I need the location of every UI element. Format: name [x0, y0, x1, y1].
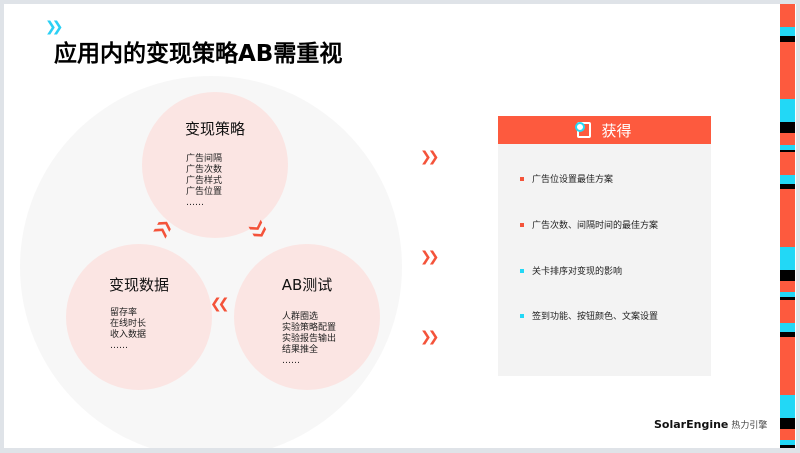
panel-item: 广告次数、间隔时间的最佳方案 — [520, 218, 658, 231]
panel-item: 广告位设置最佳方案 — [520, 172, 613, 185]
strategy-item: 广告位置 — [186, 187, 223, 197]
abtest-item: 实验策略配置 — [282, 323, 337, 333]
title-chevron-icon: ❯❯ — [45, 19, 64, 35]
data-item: 留存率 — [110, 308, 138, 318]
strategy-item: 广告间隔 — [186, 154, 223, 164]
abtest-item: …… — [282, 356, 300, 366]
panel-item-text: 广告次数、间隔时间的最佳方案 — [532, 221, 659, 231]
panel-item: 关卡排序对变现的影响 — [520, 264, 622, 277]
panel-heading: 获得 — [601, 121, 632, 140]
clipboard-check-icon — [575, 122, 592, 138]
panel-item-text: 签到功能、按钮颜色、文案设置 — [532, 312, 659, 322]
data-item: 收入数据 — [110, 330, 147, 340]
page-title: 应用内的变现策略AB需重视 — [54, 41, 343, 67]
strategy-item: 广告样式 — [186, 176, 223, 186]
result-panel: 获得 广告位设置最佳方案 广告次数、间隔时间的最佳方案 关卡排序对变现的影响 签… — [498, 116, 711, 376]
strategy-heading: 变现策略 — [184, 120, 245, 138]
bullet-icon — [520, 176, 524, 181]
bullet-icon — [520, 268, 524, 273]
decorative-stripe — [780, 4, 795, 448]
abtest-item: 结果推全 — [282, 345, 319, 355]
abtest-item: 实验报告输出 — [282, 334, 337, 344]
panel-item: 签到功能、按钮颜色、文案设置 — [520, 309, 658, 322]
data-item: 在线时长 — [110, 319, 147, 329]
chevron-right-icon: ❯❯ — [420, 249, 440, 265]
data-item: …… — [110, 341, 128, 351]
chevron-right-icon: ❯❯ — [420, 149, 440, 165]
panel-header: 获得 — [498, 116, 711, 144]
slide: ❯❯ 应用内的变现策略AB需重视 变现策略 广告间隔 广告次数 广告样式 广告位… — [4, 4, 796, 448]
chevron-left-icon: ❮❮ — [210, 296, 230, 312]
brand-cn: 热力引擎 — [731, 421, 768, 431]
strategy-item: 广告次数 — [186, 165, 223, 175]
data-heading: 变现数据 — [108, 276, 169, 294]
abtest-heading: AB测试 — [281, 276, 333, 294]
strategy-item: …… — [186, 198, 204, 208]
data-circle: 变现数据 留存率 在线时长 收入数据 …… — [66, 244, 212, 390]
brand-name: SolarEngine — [654, 418, 729, 431]
strategy-circle: 变现策略 广告间隔 广告次数 广告样式 广告位置 …… — [142, 92, 288, 238]
abtest-item: 人群圈选 — [282, 312, 319, 322]
abtest-circle: AB测试 人群圈选 实验策略配置 实验报告输出 结果推全 …… — [234, 244, 380, 390]
chevron-right-icon: ❯❯ — [420, 329, 440, 345]
bullet-icon — [520, 222, 524, 227]
panel-item-text: 广告位设置最佳方案 — [532, 175, 614, 185]
bullet-icon — [520, 313, 524, 318]
panel-item-text: 关卡排序对变现的影响 — [532, 267, 623, 277]
